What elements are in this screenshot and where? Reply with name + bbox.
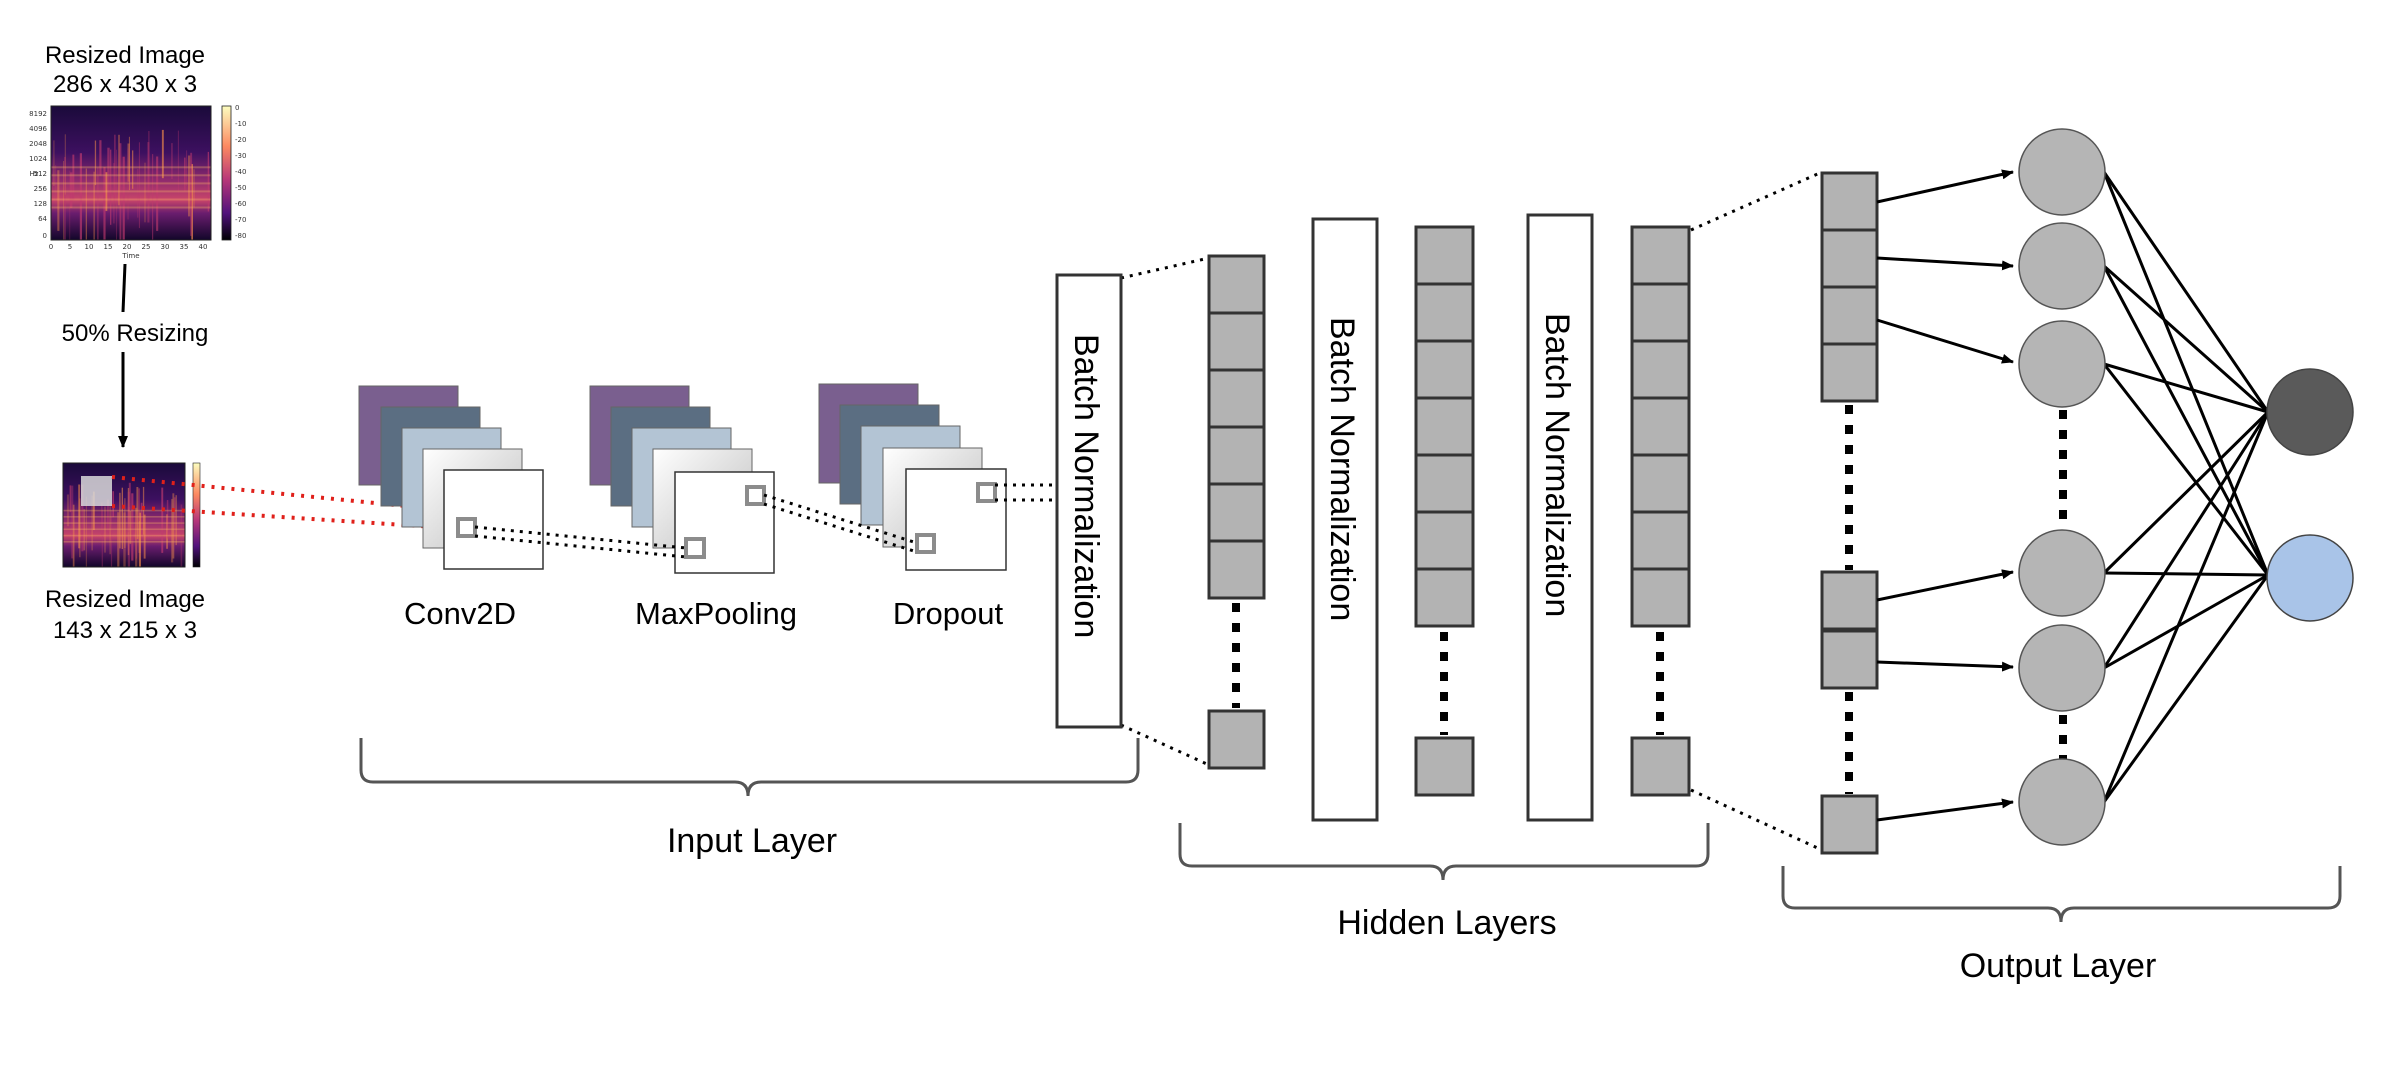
svg-text:0: 0 bbox=[49, 243, 53, 251]
top-spectrogram bbox=[50, 105, 212, 241]
receptive-field-patch bbox=[81, 476, 112, 506]
svg-text:5: 5 bbox=[68, 243, 72, 251]
svg-text:-20: -20 bbox=[235, 136, 246, 144]
svg-text:40: 40 bbox=[199, 243, 208, 251]
svg-text:25: 25 bbox=[142, 243, 151, 251]
bottom-image-title: Resized Image bbox=[45, 586, 205, 613]
batch-norm-1: Batch Normalization bbox=[1055, 273, 1123, 729]
conv2d-label: Conv2D bbox=[404, 596, 516, 631]
svg-text:-10: -10 bbox=[235, 120, 246, 128]
neuron-to-output-lines bbox=[2102, 171, 2270, 803]
top-x-ticks: 0 5 10 15 20 25 30 35 40 Time bbox=[49, 243, 208, 260]
svg-text:64: 64 bbox=[38, 215, 47, 223]
svg-text:30: 30 bbox=[161, 243, 170, 251]
top-y-axis-label: Hz bbox=[30, 170, 39, 178]
neuron bbox=[2018, 624, 2106, 712]
svg-text:-80: -80 bbox=[235, 232, 246, 240]
neuron bbox=[2018, 320, 2106, 408]
batch-norm-2-label: Batch Normalization bbox=[1323, 317, 1361, 621]
output-layer-brace bbox=[1781, 866, 2342, 923]
neuron bbox=[2018, 529, 2106, 617]
top-y-ticks: 8192 4096 2048 1024 512 256 128 64 0 Hz bbox=[29, 110, 47, 240]
neuron bbox=[2018, 222, 2106, 310]
dropout-label: Dropout bbox=[893, 596, 1004, 631]
bottom-image-dims: 143 x 215 x 3 bbox=[53, 617, 197, 644]
maxpooling-stack: MaxPooling bbox=[589, 385, 797, 631]
svg-text:-30: -30 bbox=[235, 152, 246, 160]
dropout-kernel-out bbox=[976, 482, 997, 503]
dropout-stack: Dropout bbox=[818, 383, 1007, 631]
output-layer-label: Output Layer bbox=[1960, 947, 2157, 985]
output-neuron-dark bbox=[2266, 368, 2354, 456]
dense-column-2 bbox=[1414, 225, 1475, 797]
hidden-layers-label: Hidden Layers bbox=[1337, 904, 1556, 942]
batch-norm-3-label: Batch Normalization bbox=[1538, 313, 1576, 617]
svg-text:0: 0 bbox=[43, 232, 47, 240]
dropout-kernel-in bbox=[915, 533, 936, 554]
pool-kernel-in bbox=[684, 537, 706, 559]
svg-text:256: 256 bbox=[34, 185, 48, 193]
neuron bbox=[2018, 758, 2106, 846]
input-layer-label: Input Layer bbox=[667, 822, 837, 860]
svg-text:15: 15 bbox=[104, 243, 113, 251]
hidden-neurons bbox=[2018, 128, 2106, 846]
batch-norm-1-label: Batch Normalization bbox=[1067, 334, 1105, 638]
top-image-title: Resized Image bbox=[45, 42, 205, 69]
dense-column-3 bbox=[1630, 225, 1691, 797]
output-neurons bbox=[2266, 368, 2354, 622]
maxpooling-label: MaxPooling bbox=[635, 596, 797, 631]
svg-text:10: 10 bbox=[85, 243, 94, 251]
top-x-axis-label: Time bbox=[121, 252, 139, 260]
svg-text:-50: -50 bbox=[235, 184, 246, 192]
connector-lines-black bbox=[474, 170, 1823, 852]
bottom-colorbar bbox=[192, 462, 201, 568]
svg-text:-60: -60 bbox=[235, 200, 246, 208]
top-image-dims: 286 x 430 x 3 bbox=[53, 71, 197, 98]
output-neuron-light bbox=[2266, 534, 2354, 622]
svg-text:35: 35 bbox=[180, 243, 189, 251]
top-resized-image: Resized Image 286 x 430 x 3 8192 4096 20… bbox=[29, 42, 246, 260]
svg-text:2048: 2048 bbox=[29, 140, 47, 148]
unit-to-neuron-arrows bbox=[1876, 169, 2014, 822]
top-colorbar: 0 -10 -20 -30 -40 -50 -60 -70 -80 bbox=[221, 104, 246, 241]
batch-norm-2: Batch Normalization bbox=[1311, 217, 1379, 822]
svg-text:-40: -40 bbox=[235, 168, 246, 176]
conv2d-stack: Conv2D bbox=[358, 385, 544, 631]
svg-text:512: 512 bbox=[34, 170, 47, 178]
resize-arrow: 50% Resizing bbox=[62, 263, 209, 448]
svg-text:128: 128 bbox=[34, 200, 47, 208]
hidden-layers-brace bbox=[1178, 823, 1710, 881]
ellipsis-dots bbox=[1232, 405, 2067, 794]
svg-text:-70: -70 bbox=[235, 216, 246, 224]
svg-text:20: 20 bbox=[123, 243, 132, 251]
batch-norm-3: Batch Normalization bbox=[1526, 213, 1594, 822]
svg-text:8192: 8192 bbox=[29, 110, 47, 118]
svg-text:1024: 1024 bbox=[29, 155, 47, 163]
svg-text:0: 0 bbox=[235, 104, 239, 112]
dense-column-4 bbox=[1820, 171, 1879, 855]
bottom-resized-image: Resized Image 143 x 215 x 3 bbox=[45, 462, 205, 644]
neuron bbox=[2018, 128, 2106, 216]
resize-label: 50% Resizing bbox=[62, 320, 209, 347]
svg-text:4096: 4096 bbox=[29, 125, 47, 133]
input-layer-brace bbox=[359, 738, 1140, 797]
dense-column-1 bbox=[1207, 254, 1266, 770]
